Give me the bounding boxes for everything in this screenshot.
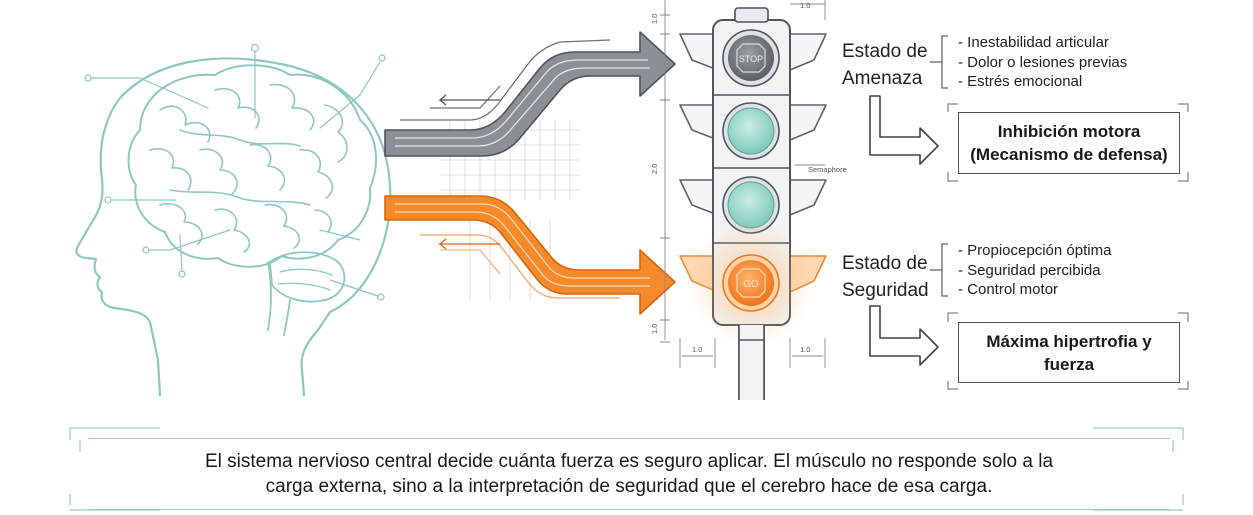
cerebellum xyxy=(269,251,346,303)
dim-label-top: 1.0 xyxy=(800,1,810,10)
safety-outcome-frame xyxy=(947,312,1189,390)
brainstem xyxy=(267,261,291,336)
safety-factor-item: - Propiocepción óptima xyxy=(958,242,1112,259)
dim-label-left-top: 1.0 xyxy=(650,14,659,24)
summary-caption: El sistema nervioso central decide cuánt… xyxy=(88,438,1170,510)
go-sign-icon xyxy=(736,268,766,298)
safety-outcome-line2: fuerza xyxy=(1043,354,1095,374)
safety-title-line1: Estado de xyxy=(842,253,928,274)
head-brain-illustration xyxy=(75,43,392,397)
threat-state-title: Estado de Amenaza xyxy=(842,38,928,92)
threat-outcome-line1: Inhibición motora xyxy=(997,122,1141,141)
brain-annotation-lines xyxy=(84,43,386,301)
safety-outcome-line1: Máxima hipertrofia y xyxy=(986,331,1152,351)
stop-sign-icon xyxy=(736,43,766,73)
safety-bracket xyxy=(930,243,948,297)
dim-label-bottom-right: 1.0 xyxy=(800,345,810,354)
traffic-light: 1.0 1.0 2.0 1.0 1.0 1.0 Semaphore xyxy=(650,0,847,400)
semaphore-label: Semaphore xyxy=(808,165,847,174)
safety-factor-item: - Control motor xyxy=(958,281,1059,298)
caption-frame xyxy=(69,427,1184,511)
dimension-lines xyxy=(660,0,826,368)
stop-lamp-label: STOP xyxy=(739,54,763,64)
safety-factor-list: - Propiocepción óptima - Seguridad perci… xyxy=(958,241,1111,300)
threat-outcome-frame xyxy=(947,103,1189,182)
caption-line1: El sistema nervioso central decide cuánt… xyxy=(204,451,1054,472)
threat-arrow xyxy=(384,31,676,157)
threat-elbow-arrow-icon xyxy=(869,95,939,165)
go-lamp xyxy=(728,260,774,306)
safety-title-line2: Seguridad xyxy=(842,280,929,301)
threat-title-line1: Estado de xyxy=(842,41,928,62)
stop-lamp xyxy=(728,35,774,81)
safety-state-title: Estado de Seguridad xyxy=(842,250,929,304)
threat-bracket xyxy=(930,35,948,89)
middle-lamp-upper xyxy=(727,107,775,155)
caption-line2: carga externa, sino a la interpretación … xyxy=(265,476,993,497)
threat-factor-item: - Inestabilidad articular xyxy=(958,34,1109,51)
head-outline xyxy=(75,57,392,397)
safety-elbow-arrow-icon xyxy=(869,305,939,366)
threat-factor-item: - Estrés emocional xyxy=(958,73,1083,90)
dim-label-mid: 2.0 xyxy=(650,164,659,174)
threat-factor-list: - Inestabilidad articular - Dolor o lesi… xyxy=(958,33,1127,92)
threat-outcome-line2: (Mecanismo de defensa) xyxy=(970,145,1168,164)
dim-label-left-bottom: 1.0 xyxy=(650,324,659,334)
threat-factor-item: - Dolor o lesiones previas xyxy=(958,53,1128,71)
threat-outcome-box: Inhibición motora (Mecanismo de defensa) xyxy=(958,112,1180,174)
safety-factor-item: - Seguridad percibida xyxy=(958,261,1101,279)
safety-outcome-box: Máxima hipertrofia y fuerza xyxy=(958,322,1180,383)
safety-arrow xyxy=(384,195,676,315)
dim-label-bottom-left: 1.0 xyxy=(692,345,702,354)
threat-title-line2: Amenaza xyxy=(842,68,923,89)
go-lamp-label: GO xyxy=(743,279,759,290)
brain-folds xyxy=(149,83,348,253)
brain-outline xyxy=(127,64,377,268)
